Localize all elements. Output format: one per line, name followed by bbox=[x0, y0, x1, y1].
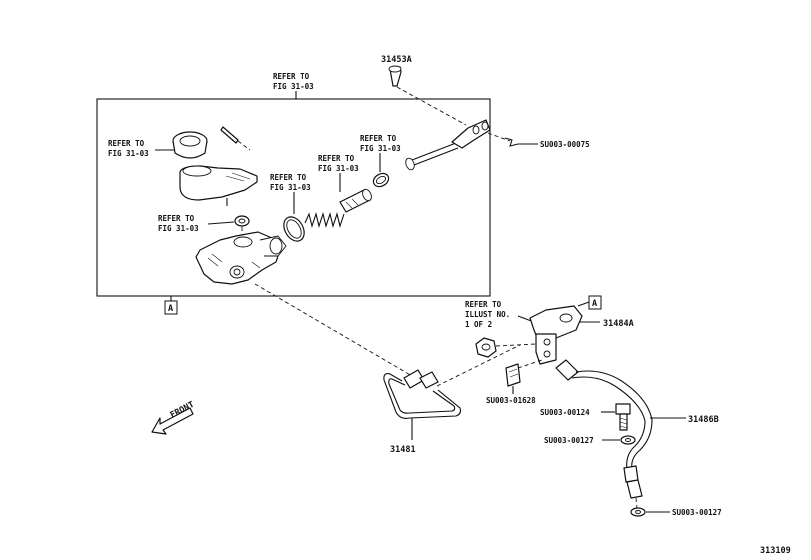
washer-upper bbox=[620, 435, 636, 445]
part-number-su003-00127-upper: SU003-00127 bbox=[544, 436, 594, 445]
leader-grommet bbox=[207, 221, 235, 225]
part-number-31486b: 31486B bbox=[688, 415, 719, 425]
refer-label-grommet-line2: FIG 31-03 bbox=[158, 224, 199, 233]
washer-lower bbox=[630, 497, 646, 517]
circlip bbox=[372, 172, 390, 188]
piston bbox=[339, 188, 372, 213]
flexible-hose bbox=[555, 359, 653, 499]
part-number-su003-00075: SU003-00075 bbox=[540, 140, 590, 149]
refer-label-top-line1: REFER TO bbox=[273, 72, 310, 81]
o-ring bbox=[283, 216, 305, 242]
leader-a-right bbox=[577, 301, 590, 307]
refer-label-circlip-line2: FIG 31-03 bbox=[360, 144, 401, 153]
master-cylinder-body bbox=[195, 231, 287, 285]
master-cylinder-assembly-box bbox=[96, 98, 491, 297]
part-number-31453a: 31453A bbox=[381, 55, 412, 65]
clevis-pin bbox=[388, 65, 467, 126]
refer-label-grommet-line1: REFER TO bbox=[158, 214, 195, 223]
retaining-clip bbox=[505, 359, 543, 387]
nut bbox=[475, 337, 537, 358]
dashed-link-pipe-bracket bbox=[436, 344, 521, 387]
refer-label-bracket-line2: ILLUST NO. bbox=[465, 310, 510, 319]
refer-label-bracket-line1: REFER TO bbox=[465, 300, 502, 309]
push-rod bbox=[405, 119, 491, 171]
dashed-link-cylinder-pipe bbox=[254, 283, 413, 377]
clutch-pipe bbox=[383, 369, 462, 419]
part-number-su003-00127-lower: SU003-00127 bbox=[672, 508, 722, 517]
reservoir-cap bbox=[172, 131, 208, 159]
refer-label-top-line2: FIG 31-03 bbox=[273, 82, 314, 91]
refer-label-piston-line1: REFER TO bbox=[318, 154, 355, 163]
spring bbox=[304, 212, 345, 228]
bracket bbox=[529, 305, 583, 365]
part-number-31481: 31481 bbox=[390, 445, 416, 455]
part-number-su003-00124: SU003-00124 bbox=[540, 408, 590, 417]
refer-label-circlip-line1: REFER TO bbox=[360, 134, 397, 143]
part-number-31484a: 31484A bbox=[603, 319, 634, 329]
ref-label-a-left: A bbox=[168, 304, 173, 314]
refer-label-oring-line2: FIG 31-03 bbox=[270, 183, 311, 192]
refer-label-reservoir-line1: REFER TO bbox=[108, 139, 145, 148]
front-arrow-icon bbox=[151, 407, 194, 435]
part-number-su003-01628: SU003-01628 bbox=[486, 396, 536, 405]
refer-label-oring-line1: REFER TO bbox=[270, 173, 307, 182]
clip bbox=[487, 132, 538, 147]
pin bbox=[220, 126, 251, 151]
figure-number: 313109 bbox=[760, 546, 791, 556]
ref-label-a-right: A bbox=[592, 299, 597, 309]
refer-label-bracket-line3: 1 OF 2 bbox=[465, 320, 492, 329]
refer-label-reservoir-line2: FIG 31-03 bbox=[108, 149, 149, 158]
refer-label-piston-line2: FIG 31-03 bbox=[318, 164, 359, 173]
reservoir bbox=[179, 165, 258, 206]
bolt bbox=[615, 403, 631, 431]
